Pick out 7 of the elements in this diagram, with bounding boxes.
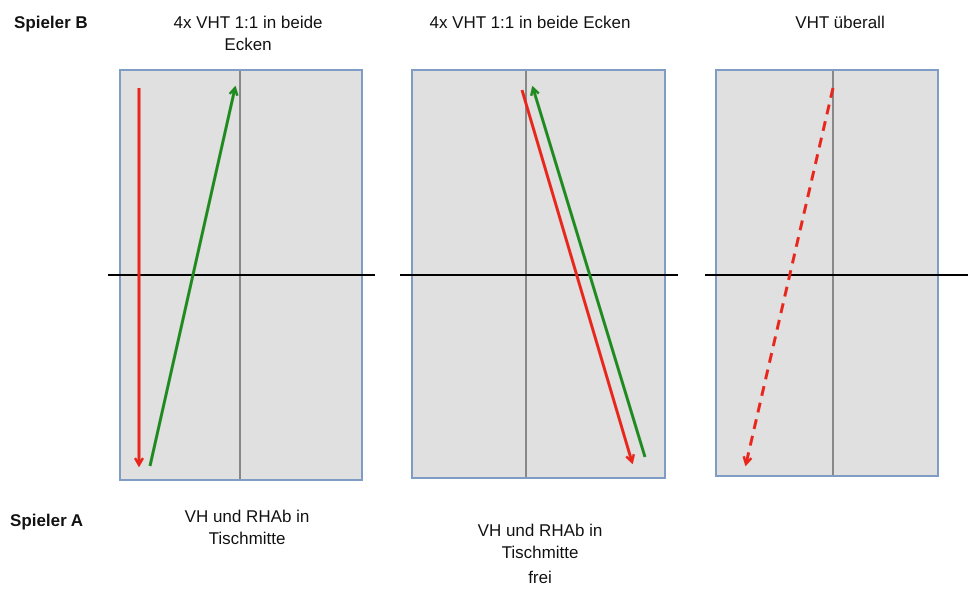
drill-note: 4x VHT 1:1 in beide Ecken [172, 12, 324, 56]
player-label: Spieler A [10, 510, 84, 532]
player-label: Spieler B [14, 12, 89, 34]
drill-note: VHT überall [794, 12, 886, 34]
drill-note: 4x VHT 1:1 in beide Ecken [428, 12, 632, 34]
drill-note: VH und RHAb in Tischmitte [184, 506, 310, 550]
drill-note: frei [527, 567, 553, 589]
